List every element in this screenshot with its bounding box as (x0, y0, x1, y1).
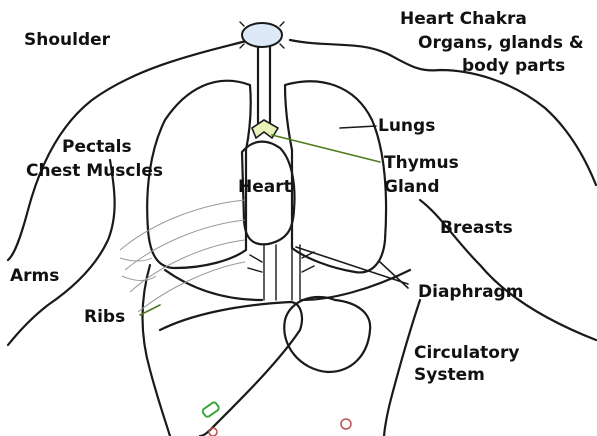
shoulder-label: Shoulder (24, 30, 111, 50)
liver-shape (160, 302, 302, 436)
breasts-label: Breasts (440, 218, 513, 238)
chest-muscles-label: Chest Muscles (26, 161, 163, 181)
thyroid-shape (242, 23, 282, 47)
thymus-label: Thymus (384, 153, 459, 173)
ribs-label: Ribs (84, 307, 125, 327)
lungs-label: Lungs (378, 116, 435, 136)
arms-label: Arms (10, 266, 59, 286)
labels: Heart Chakra Organs, glands & body parts… (10, 9, 584, 385)
title-line-3: body parts (462, 56, 565, 76)
abdomen (160, 297, 370, 436)
gland-label: Gland (384, 177, 440, 197)
title-line-1: Heart Chakra (400, 9, 527, 29)
lungs-pointer (340, 126, 376, 128)
ribs-lines (120, 200, 245, 312)
thymus-pointer (272, 135, 380, 162)
diaphragm-pointer-2 (380, 262, 408, 288)
system-label: System (414, 365, 485, 385)
left-waist-line (143, 265, 171, 436)
pectals-label: Pectals (62, 137, 132, 157)
green-accent-mark (202, 401, 220, 418)
diaphragm-label: Diaphragm (418, 282, 523, 302)
throat (240, 22, 284, 128)
right-lung (285, 81, 386, 272)
title-line-2: Organs, glands & (418, 33, 584, 53)
diaphragm-pointer-1 (296, 247, 408, 284)
body-outline (8, 40, 596, 436)
vessels (248, 245, 314, 300)
heart-label: Heart (238, 177, 292, 197)
circulatory-label: Circulatory (414, 343, 519, 363)
red-accent-mark-right (341, 419, 351, 429)
red-accent-mark-left (209, 428, 217, 436)
